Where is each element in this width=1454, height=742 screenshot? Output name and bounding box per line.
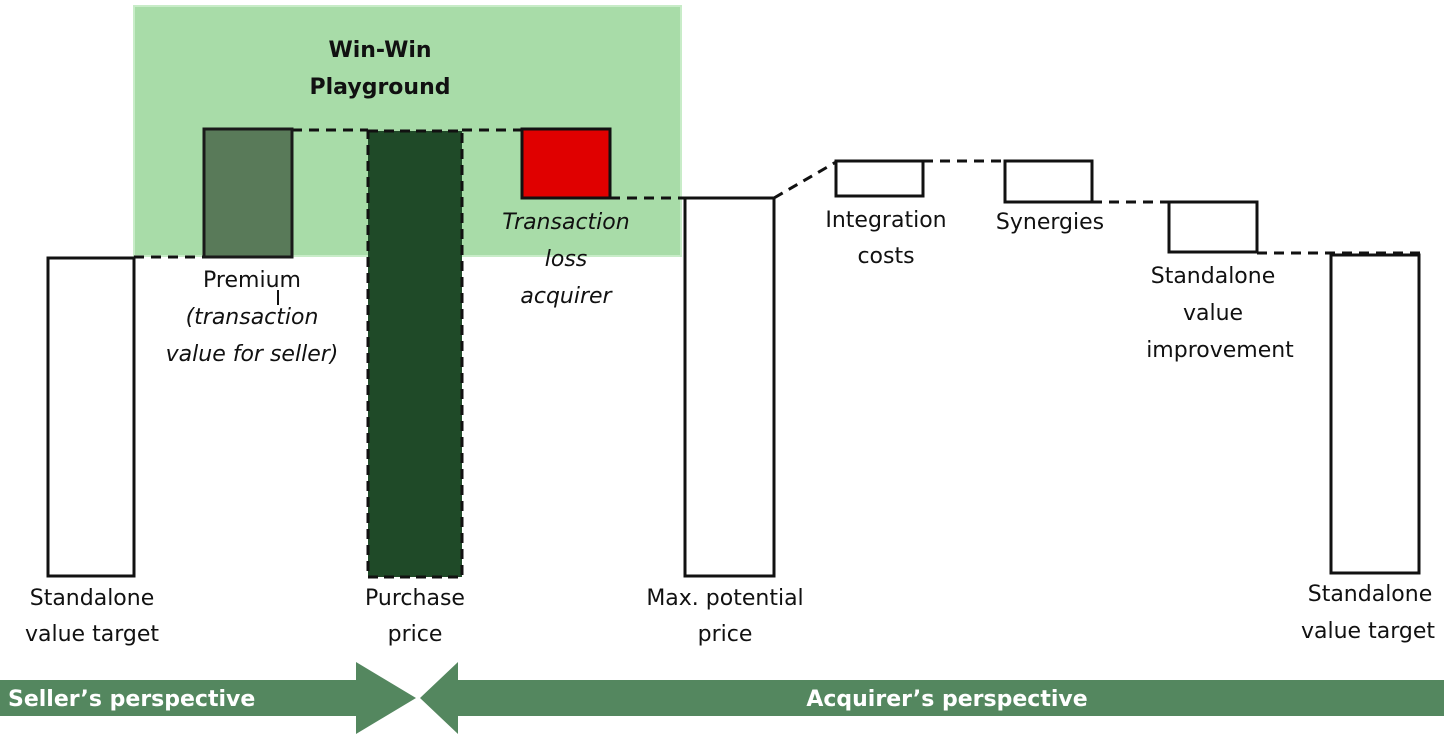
- playground-title-line2: Playground: [310, 75, 451, 100]
- standalone-value-target-left-bar: [46, 256, 136, 578]
- standalone-value-target-right-bar: [1329, 253, 1421, 575]
- transaction-loss-bar: [520, 127, 612, 200]
- standalone-right-label-line1: Standalone: [1308, 582, 1433, 607]
- integration-costs-label-line2: costs: [857, 244, 914, 269]
- standalone-left-label-line2: value target: [25, 622, 159, 647]
- connector-maxprice-integration: [773, 160, 837, 200]
- integration-costs-bar: [834, 159, 925, 198]
- acquirer-perspective-arrow: [420, 662, 1444, 734]
- integration-costs-label-line1: Integration: [825, 208, 946, 233]
- premium-label-line1: Premium: [203, 268, 301, 293]
- purchase-price-bar: [366, 129, 464, 579]
- seller-perspective-label: Seller’s perspective: [8, 687, 255, 712]
- standalone-left-label-line1: Standalone: [30, 586, 155, 611]
- playground-title-line1: Win-Win: [328, 38, 431, 63]
- max-potential-label-line1: Max. potential: [646, 586, 803, 611]
- max-potential-price-bar: [683, 196, 776, 578]
- standalone-improvement-label-line3: improvement: [1146, 338, 1294, 363]
- transaction-loss-label-line1: Transaction: [502, 210, 629, 235]
- transaction-loss-label-line2: loss: [545, 247, 588, 272]
- max-potential-label-line2: price: [698, 622, 753, 647]
- standalone-improvement-label-line1: Standalone: [1151, 264, 1276, 289]
- purchase-price-label-line1: Purchase: [365, 586, 465, 611]
- premium-bar: [202, 127, 294, 259]
- acquirer-perspective-label: Acquirer’s perspective: [806, 687, 1087, 712]
- standalone-value-improvement-bar: [1167, 200, 1259, 254]
- purchase-price-label-line2: price: [388, 622, 443, 647]
- transaction-loss-label-line3: acquirer: [520, 284, 613, 309]
- premium-label-line2: (transaction: [186, 305, 319, 330]
- synergies-bar: [1003, 159, 1094, 204]
- premium-label-line3: value for seller): [166, 342, 339, 367]
- standalone-improvement-label-line2: value: [1183, 301, 1243, 326]
- seller-perspective-arrow: [0, 662, 416, 734]
- synergies-label: Synergies: [996, 210, 1104, 235]
- standalone-right-label-line2: value target: [1301, 619, 1435, 644]
